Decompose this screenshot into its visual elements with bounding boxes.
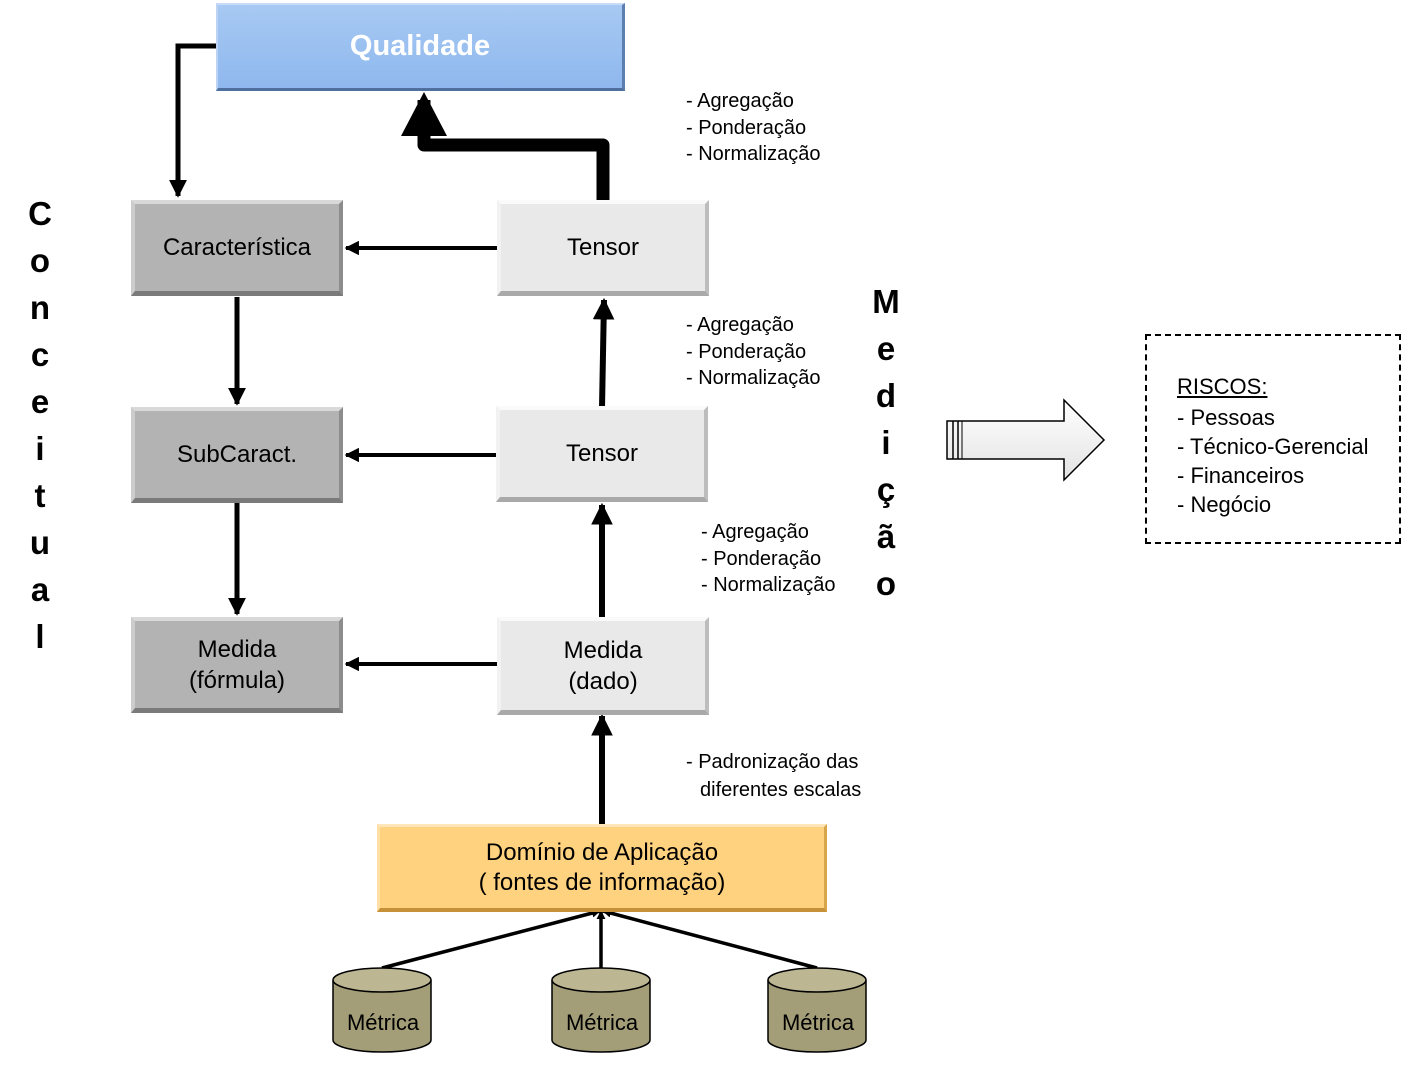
conceptual-letter: o [29,242,51,279]
metric-cylinder-right [767,967,867,1053]
conceptual-letter: i [35,430,45,467]
measure-formula-line2: (fórmula) [188,666,285,694]
risk-item: - Técnico-Gerencial [1177,434,1369,459]
characteristic-label: Característica [162,234,312,261]
measurement-vertical-label: M e d i ç ã o [864,278,908,607]
operation-item: - Normalização [686,367,821,389]
arrow-tensor-mid-to-tensor-top [592,297,615,409]
measurement-letter: e [876,330,896,367]
risks-title: RISCOS: [1177,374,1268,399]
operation-item: - Normalização [686,143,821,165]
operations-notes-mid: - Agregação - Ponderação - Normalização [686,312,820,392]
arrow-metric-right-to-domain [602,908,818,970]
big-arrow-to-risks [946,398,1106,482]
quality-label: Qualidade [349,30,491,62]
measurement-letter: ã [876,518,896,555]
measure-formula-line1: Medida [197,635,277,663]
measurement-letter: M [872,283,900,320]
operation-item: - Agregação [686,314,794,336]
conceptual-letter: a [30,571,50,608]
measurement-letter: o [875,565,897,602]
conceptual-letter: l [35,618,45,655]
measure-formula-box[interactable]: Medida (fórmula) [131,617,343,713]
measurement-letter: i [881,424,891,461]
arrow-tensor-to-quality-head [401,92,447,136]
metric-cylinder-left [332,967,432,1053]
application-domain-line2: ( fontes de informação) [478,868,726,896]
conceptual-letter: t [34,477,46,514]
tensor-top-label: Tensor [566,234,640,261]
measure-data-line2: (dado) [568,667,638,695]
metric-label-right: Métrica [781,1010,855,1035]
risk-item: - Pessoas [1177,405,1275,430]
standardization-line2: diferentes escalas [700,779,862,801]
risks-list: - Pessoas - Técnico-Gerencial - Financei… [1177,403,1369,519]
measure-data-line1: Medida [563,636,643,664]
conceptual-letter: u [29,524,51,561]
application-domain-box[interactable]: Domínio de Aplicação ( fontes de informa… [377,824,827,912]
quality-box[interactable]: Qualidade [216,3,625,91]
standardization-line1: - Padronização das [686,751,859,773]
operations-notes-low: - Agregação - Ponderação - Normalização [701,519,835,599]
application-domain-line1: Domínio de Aplicação [485,838,719,866]
operation-item: - Agregação [686,90,794,112]
standardization-note: - Padronização das diferentes escalas [686,748,861,804]
conceptual-vertical-label: C o n c e i t u a l [20,190,60,660]
operation-item: - Normalização [701,574,836,596]
operation-item: - Ponderação [686,340,807,363]
subcharacteristic-label: SubCaract. [176,441,298,468]
risk-item: - Negócio [1177,492,1272,517]
characteristic-box[interactable]: Característica [131,200,343,296]
conceptual-letter: C [28,195,52,232]
metric-label-center: Métrica [565,1010,639,1035]
operation-item: - Ponderação [686,116,807,139]
tensor-top-box[interactable]: Tensor [497,200,709,296]
conceptual-letter: n [29,289,51,326]
tensor-mid-label: Tensor [565,440,639,467]
risk-item: - Financeiros [1177,463,1305,488]
risks-box[interactable]: RISCOS: - Pessoas - Técnico-Gerencial - … [1145,334,1401,544]
subcharacteristic-box[interactable]: SubCaract. [131,407,343,503]
measurement-letter: d [875,377,897,414]
operation-item: - Agregação [701,521,809,543]
metric-label-left: Métrica [346,1010,420,1035]
arrow-metric-left-to-domain [381,908,601,970]
arrow-quality-to-characteristic [169,43,217,198]
operation-item: - Ponderação [701,547,822,570]
conceptual-letter: e [30,383,50,420]
measure-data-box[interactable]: Medida (dado) [497,617,709,715]
tensor-mid-box[interactable]: Tensor [496,406,708,502]
arrow-tensor-to-quality [417,100,610,200]
metric-cylinder-center [551,967,651,1053]
operations-notes-top: - Agregação - Ponderação - Normalização [686,88,820,168]
conceptual-letter: c [30,336,50,373]
measurement-letter: ç [876,471,896,508]
